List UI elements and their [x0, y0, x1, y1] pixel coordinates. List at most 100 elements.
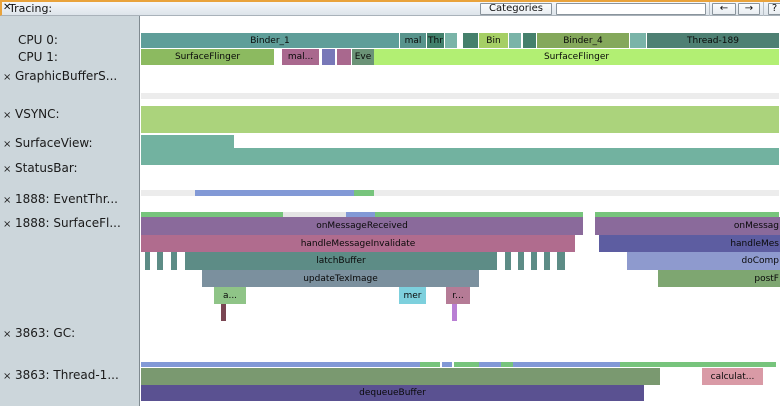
slice-thread-189[interactable]: Thread-189 — [647, 33, 779, 48]
categories-button[interactable]: Categories — [480, 3, 552, 15]
tick-latch[interactable] — [544, 252, 550, 270]
slice-dequeuebuffer[interactable]: dequeueBuffer — [141, 385, 644, 401]
track-label: CPU 0: — [18, 33, 58, 47]
strip-thread1-state[interactable] — [442, 362, 452, 367]
slice-cpu0-seg[interactable] — [523, 33, 536, 48]
slice-updatetexi mage[interactable]: updateTexImage — [202, 270, 479, 287]
strip-thread1-state[interactable] — [454, 362, 479, 367]
sidebar-item: ×1888: EventThr... — [0, 192, 138, 206]
sidebar-item: ×StatusBar: — [0, 161, 138, 175]
close-track-button[interactable]: × — [3, 371, 12, 382]
tick-latch[interactable] — [531, 252, 537, 270]
close-track-button[interactable]: × — [3, 329, 12, 340]
slice-latchbuffer[interactable]: latchBuffer — [185, 252, 497, 270]
slice-cpu0-seg[interactable] — [445, 33, 457, 48]
sidebar-item: ×SurfaceView: — [0, 136, 138, 150]
track-label: 3863: Thread-1... — [15, 368, 119, 382]
track-label: VSYNC: — [15, 107, 60, 121]
track-label: CPU 1: — [18, 50, 58, 64]
slice-binder-4[interactable]: Binder_4 — [537, 33, 629, 48]
slice-thr[interactable]: Thr — [427, 33, 444, 48]
slice-r[interactable]: r... — [446, 287, 470, 304]
slice-a[interactable]: a... — [214, 287, 246, 304]
slice-cpu1-seg[interactable] — [322, 49, 335, 65]
slice-cpu0-seg[interactable] — [463, 33, 478, 48]
tick-latch[interactable] — [557, 252, 565, 270]
strip-sf-state[interactable] — [375, 212, 583, 217]
track-sidebar: CPU 0:CPU 1:×GraphicBufferS...×VSYNC:×Su… — [0, 16, 140, 406]
track-label: 1888: SurfaceFl... — [15, 216, 121, 230]
slice-postframebuffer[interactable]: postF — [658, 270, 780, 287]
strip-thread1-state[interactable] — [420, 362, 440, 367]
strip-sf-state[interactable] — [595, 212, 779, 217]
tick-violet[interactable] — [452, 304, 457, 321]
close-track-button[interactable]: × — [3, 164, 12, 175]
close-track-button[interactable]: × — [3, 219, 12, 230]
strip-thread1-state[interactable] — [620, 362, 776, 367]
slice-onmessagereceived[interactable]: onMessageReceived — [141, 217, 583, 235]
track-label: StatusBar: — [15, 161, 78, 175]
slice-eve[interactable]: Eve — [352, 49, 374, 65]
strip-sf-state[interactable] — [141, 212, 283, 217]
tick-latch[interactable] — [505, 252, 511, 270]
slice-thread1-run[interactable] — [141, 368, 660, 385]
close-icon[interactable]: ✕ — [3, 2, 12, 13]
track-label: GraphicBufferS... — [15, 69, 118, 83]
sidebar-item: ×3863: GC: — [0, 326, 138, 340]
slice-surfaceview[interactable] — [141, 135, 234, 148]
forward-button[interactable]: → — [738, 3, 760, 15]
strip-thread1-state[interactable] — [479, 362, 501, 367]
slice-binder-1[interactable]: Binder_1 — [141, 33, 399, 48]
tick-latch[interactable] — [157, 252, 163, 270]
slice-mal-cpu1[interactable]: mal... — [282, 49, 319, 65]
slice-mer[interactable]: mer — [399, 287, 426, 304]
track-label: 3863: GC: — [15, 326, 76, 340]
close-track-button[interactable]: × — [3, 195, 12, 206]
strip-thread1-state[interactable] — [141, 362, 420, 367]
tick-latch[interactable] — [518, 252, 524, 270]
sidebar-item: ×3863: Thread-1... — [0, 368, 138, 382]
toolbar: ✕ Tracing: Categories ← → ? — [0, 2, 780, 16]
help-button[interactable]: ? — [768, 3, 780, 15]
slice-calculate[interactable]: calculat... — [702, 368, 763, 385]
close-track-button[interactable]: × — [3, 72, 12, 83]
tick-darkred[interactable] — [221, 304, 226, 321]
strip-sf-state[interactable] — [283, 212, 346, 217]
close-track-button[interactable]: × — [3, 139, 12, 150]
sidebar-item: ×1888: SurfaceFl... — [0, 216, 138, 230]
sidebar-item: CPU 0: — [0, 33, 138, 47]
sidebar-item: ×VSYNC: — [0, 107, 138, 121]
close-track-button[interactable]: × — [3, 110, 12, 121]
slice-cpu0-seg[interactable] — [630, 33, 646, 48]
slice-mal-cpu0[interactable]: mal — [400, 33, 426, 48]
slice-surfaceflinger[interactable]: SurfaceFlinger — [374, 49, 779, 65]
sidebar-item: CPU 1: — [0, 50, 138, 64]
slice-cpu1-seg[interactable] — [337, 49, 351, 65]
slice-surfaceview[interactable] — [141, 148, 779, 165]
slice-surfaceflinger[interactable]: SurfaceFlinger — [141, 49, 274, 65]
tick-latch[interactable] — [171, 252, 177, 270]
back-button[interactable]: ← — [712, 3, 736, 15]
sidebar-item: ×GraphicBufferS... — [0, 69, 138, 83]
slice-cpu0-seg[interactable] — [509, 33, 521, 48]
strip-thread1-state[interactable] — [501, 362, 513, 367]
search-input[interactable] — [556, 3, 706, 15]
strip-graphicbuffer[interactable] — [141, 93, 779, 99]
strip-thread1-state[interactable] — [513, 362, 620, 367]
tick-latch[interactable] — [145, 252, 150, 270]
slice-eventthread[interactable] — [195, 190, 354, 196]
strip-eventthread[interactable] — [141, 190, 779, 196]
window-title: Tracing: — [9, 2, 53, 15]
strip-sf-state[interactable] — [346, 212, 375, 217]
slice-onmessagereceived[interactable]: onMessag — [595, 217, 780, 235]
slice-bin[interactable]: Bin — [479, 33, 508, 48]
slice-vsync[interactable] — [141, 106, 779, 133]
slice-handlemessageinvalidate[interactable]: handleMessageInvalidate — [141, 235, 575, 252]
toolbar-divider — [763, 2, 764, 16]
track-label: 1888: EventThr... — [15, 192, 118, 206]
slice-eventthread[interactable] — [354, 190, 374, 196]
slice-docomposition[interactable]: doComp — [627, 252, 780, 270]
slice-handlemessage[interactable]: handleMes — [599, 235, 780, 252]
